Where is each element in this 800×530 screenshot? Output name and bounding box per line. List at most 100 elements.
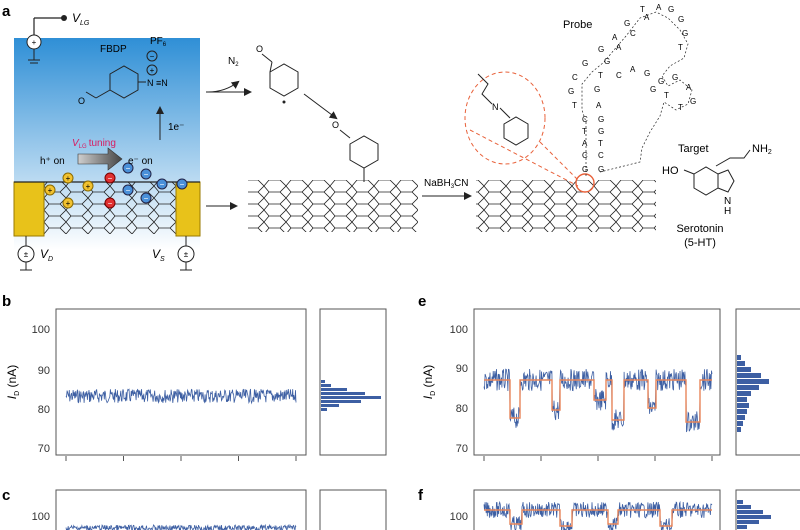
svg-text:G: G [594, 85, 600, 94]
svg-text:A: A [596, 101, 602, 110]
histogram-bar [737, 500, 743, 504]
histogram-bar [321, 400, 361, 403]
grafted-graphene-lattice [248, 180, 418, 232]
histogram-bar [737, 403, 749, 408]
histogram-bar [321, 392, 365, 395]
svg-text:T: T [678, 43, 683, 52]
panel-e-histogram [737, 355, 769, 432]
histogram-bar [737, 427, 741, 432]
histogram-bar [737, 373, 761, 378]
histogram-bar [737, 355, 741, 360]
svg-text:G: G [568, 87, 574, 96]
svg-text:A: A [612, 33, 618, 42]
serotonin-pyrrole-ring [717, 169, 735, 193]
svg-text:A: A [656, 3, 662, 12]
panel-b-ytick-100: 100 [32, 324, 50, 336]
svg-text:O: O [78, 96, 85, 106]
histogram-bar [737, 515, 771, 519]
svg-text:T: T [640, 5, 645, 14]
panel-a-letter: a [2, 3, 11, 20]
svg-text:G: G [598, 45, 604, 54]
panel-f-histogram [737, 500, 771, 529]
svg-text:A: A [644, 13, 650, 22]
histogram-bar [321, 388, 347, 391]
n2-release-arrow [207, 80, 240, 93]
nh2-label: NH2 [752, 143, 772, 156]
histogram-bar [321, 396, 381, 399]
panel-b-ylabel: ID (nA) [5, 365, 21, 399]
ho-label: HO [662, 165, 679, 177]
vlg-label: VLG [72, 11, 90, 27]
histogram-bar [737, 379, 769, 384]
histogram-bar [321, 408, 327, 411]
histogram-bar [321, 384, 331, 387]
panel-e-idealized-fit [484, 379, 712, 423]
histogram-bar [321, 404, 339, 407]
svg-text:T: T [582, 127, 587, 136]
svg-text:C: C [582, 115, 588, 124]
svg-text:−: − [160, 180, 165, 189]
panel-b-ytick-80: 80 [38, 404, 50, 416]
electron-charges: − − − − − − − − [104, 162, 188, 209]
tuning-arrow [77, 147, 123, 171]
panel-f-letter: f [418, 487, 424, 504]
svg-text:+: + [48, 186, 53, 195]
svg-text:A: A [616, 43, 622, 52]
grafted-graphene: O [248, 120, 418, 232]
svg-text:T: T [664, 91, 669, 100]
pf6-label: PF6 [150, 36, 167, 48]
histogram-bar [737, 415, 745, 420]
zoom-dashed-circle [464, 71, 546, 165]
panel-b-ytick-90: 90 [38, 365, 50, 377]
histogram-bar [737, 525, 747, 529]
svg-text:−: − [150, 52, 155, 61]
histogram-bar [737, 520, 759, 524]
panel-e-ytick-70: 70 [456, 443, 468, 455]
panel-c-current-trace [65, 523, 297, 530]
svg-text:C: C [582, 151, 588, 160]
panel-b-xticks [65, 456, 297, 461]
histogram-bar [737, 385, 759, 390]
svg-text:+: + [32, 38, 37, 47]
svg-text:A: A [630, 65, 636, 74]
svg-text:G: G [668, 5, 674, 14]
svg-text:G: G [658, 77, 664, 86]
svg-text:G: G [624, 19, 630, 28]
histogram-bar [737, 361, 745, 366]
source-electrode [175, 181, 201, 237]
n2-label: N2 [228, 56, 239, 68]
panel-e-xticks [483, 456, 713, 461]
svg-text:+: + [150, 66, 155, 75]
svg-text:N: N [492, 102, 499, 112]
electron-on-label: e⁻ on [128, 156, 153, 167]
svg-text:−: − [126, 164, 131, 173]
reagent-label: NaBH3CN [424, 178, 468, 190]
serotonin-molecule: Target NH2 HO N H Serotonin (5-HT) [662, 143, 772, 249]
svg-text:−: − [180, 180, 185, 189]
panel-b-histogram [321, 380, 381, 411]
svg-text:G: G [598, 115, 604, 124]
panel-b-current-trace [65, 388, 297, 405]
panel-b-letter: b [2, 293, 11, 310]
svg-text:G: G [582, 165, 588, 174]
histogram-bar [737, 510, 763, 514]
histogram-bar [737, 367, 751, 372]
svg-text:A: A [686, 83, 692, 92]
histogram-bar [737, 409, 747, 414]
histogram-bar [737, 391, 751, 396]
svg-text:T: T [598, 71, 603, 80]
svg-text:−: − [108, 199, 113, 208]
svg-text:C: C [616, 71, 622, 80]
histogram-bar [737, 505, 751, 509]
diazo-plus [146, 64, 158, 76]
fbdp-label: FBDP [100, 44, 127, 55]
panel-e-letter: e [418, 293, 426, 310]
grafting-arrow [303, 93, 338, 120]
svg-text:C: C [630, 29, 636, 38]
panel-c-trace-axes [55, 489, 307, 530]
panel-e-ytick-80: 80 [456, 403, 468, 415]
svg-text:C: C [572, 73, 578, 82]
svg-text:O: O [332, 120, 339, 130]
svg-text:O: O [256, 44, 263, 54]
